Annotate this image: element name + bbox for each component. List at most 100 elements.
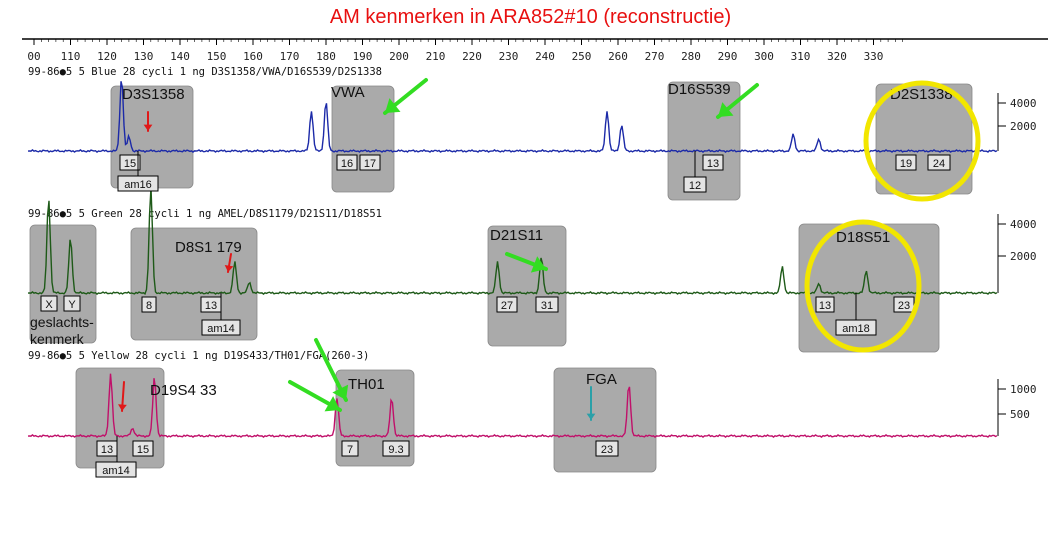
x-tick-label: 180 xyxy=(316,50,336,63)
allele-box xyxy=(382,440,410,457)
allele-label: 15 xyxy=(124,158,136,170)
allele-label: am16 xyxy=(124,179,152,191)
allele-box xyxy=(359,154,381,171)
locus-box xyxy=(331,85,395,193)
allele-box xyxy=(63,295,81,312)
allele-box xyxy=(496,296,518,313)
locus-box xyxy=(130,227,258,341)
red-arrow xyxy=(224,264,234,272)
allele-label: am14 xyxy=(102,465,130,477)
locus-label: D3S1358 xyxy=(122,86,185,103)
allele-label: 13 xyxy=(101,444,113,456)
x-tick-label: 150 xyxy=(207,50,227,63)
trace-yellow xyxy=(27,373,998,439)
green-arrow xyxy=(530,256,546,273)
x-tick-label: 200 xyxy=(389,50,409,63)
allele-label: am18 xyxy=(842,323,870,335)
allele-box xyxy=(927,154,951,171)
highlight-circle xyxy=(863,80,981,202)
x-tick-label: 110 xyxy=(61,50,81,63)
allele-box xyxy=(119,154,141,171)
allele-label: Y xyxy=(68,299,76,311)
allele-box xyxy=(815,296,835,313)
allele-label: 13 xyxy=(707,158,719,170)
locus-label: D19S4 33 xyxy=(150,382,217,399)
allele-label: 15 xyxy=(137,444,149,456)
allele-label: 27 xyxy=(501,300,513,312)
allele-label: 31 xyxy=(541,300,553,312)
green-arrow xyxy=(718,102,734,117)
x-tick-label: 320 xyxy=(827,50,847,63)
x-tick-label: 230 xyxy=(499,50,519,63)
x-tick-label: 260 xyxy=(608,50,628,63)
panel-header: 99-86●5 5 Green 28 cycli 1 ng AMEL/D8S11… xyxy=(28,208,382,220)
allele-label: 12 xyxy=(689,180,701,192)
allele-box xyxy=(702,154,724,171)
locus-label: D2S1338 xyxy=(890,86,953,103)
y-tick-label: 2000 xyxy=(1010,120,1037,133)
allele-label: 23 xyxy=(601,444,613,456)
x-tick-label: 160 xyxy=(243,50,263,63)
allele-box xyxy=(535,296,559,313)
x-tick-label: 290 xyxy=(718,50,738,63)
allele-label: 9.3 xyxy=(388,444,403,456)
red-arrow xyxy=(143,124,153,131)
allele-box xyxy=(132,440,154,457)
x-tick-label: 00 xyxy=(27,50,40,63)
locus-label: D16S539 xyxy=(668,81,731,98)
allele-label: 13 xyxy=(819,300,831,312)
y-tick-label: 4000 xyxy=(1010,218,1037,231)
allele-label: 16 xyxy=(341,158,353,170)
allele-label: am14 xyxy=(207,323,235,335)
trace-blue xyxy=(27,81,998,154)
allele-label: 17 xyxy=(364,158,376,170)
locus-label: VWA xyxy=(331,84,365,101)
x-tick-label: 120 xyxy=(97,50,117,63)
allele-label: 19 xyxy=(900,158,912,170)
allele-box xyxy=(336,154,358,171)
x-tick-label: 240 xyxy=(535,50,555,63)
y-tick-label: 1000 xyxy=(1010,383,1037,396)
chart-title: AM kenmerken in ARA852#10 (reconstructie… xyxy=(329,6,732,28)
x-tick-label: 130 xyxy=(134,50,154,63)
y-tick-label: 500 xyxy=(1010,408,1030,421)
x-tick-label: 330 xyxy=(864,50,884,63)
side-label: kenmerk xyxy=(30,331,85,347)
x-tick-label: 220 xyxy=(462,50,482,63)
x-tick-label: 210 xyxy=(426,50,446,63)
allele-label: 13 xyxy=(205,300,217,312)
panel-header: 99-86●5 5 Yellow 28 cycli 1 ng D19S433/T… xyxy=(28,350,369,362)
allele-box xyxy=(341,440,359,457)
x-tick-label: 300 xyxy=(754,50,774,63)
teal-arrow xyxy=(586,413,596,420)
x-tick-label: 280 xyxy=(681,50,701,63)
allele-label: 24 xyxy=(933,158,945,170)
panel-header: 99-86●5 5 Blue 28 cycli 1 ng D3S1358/VWA… xyxy=(28,66,382,78)
allele-box xyxy=(141,296,157,313)
x-tick-label: 140 xyxy=(170,50,190,63)
trace-green xyxy=(27,187,998,296)
locus-label: TH01 xyxy=(348,376,385,393)
allele-label: 7 xyxy=(347,444,353,456)
green-arrow xyxy=(332,384,349,400)
x-tick-label: 190 xyxy=(353,50,373,63)
green-arrow xyxy=(385,98,401,113)
green-arrow xyxy=(324,396,340,412)
allele-label: 23 xyxy=(898,300,910,312)
red-arrow xyxy=(118,404,127,411)
y-tick-label: 2000 xyxy=(1010,250,1037,263)
allele-box xyxy=(595,440,619,457)
locus-label: FGA xyxy=(586,371,617,388)
allele-box xyxy=(895,154,917,171)
allele-label: 8 xyxy=(146,300,152,312)
y-tick-label: 4000 xyxy=(1010,97,1037,110)
side-label: geslachts- xyxy=(30,314,94,330)
x-tick-label: 270 xyxy=(645,50,665,63)
allele-label: X xyxy=(45,299,53,311)
allele-box xyxy=(95,461,137,478)
locus-label: D18S51 xyxy=(836,229,890,246)
highlight-circle xyxy=(804,219,922,353)
x-tick-label: 170 xyxy=(280,50,300,63)
locus-label: D21S11 xyxy=(490,227,543,244)
allele-box xyxy=(40,295,58,312)
